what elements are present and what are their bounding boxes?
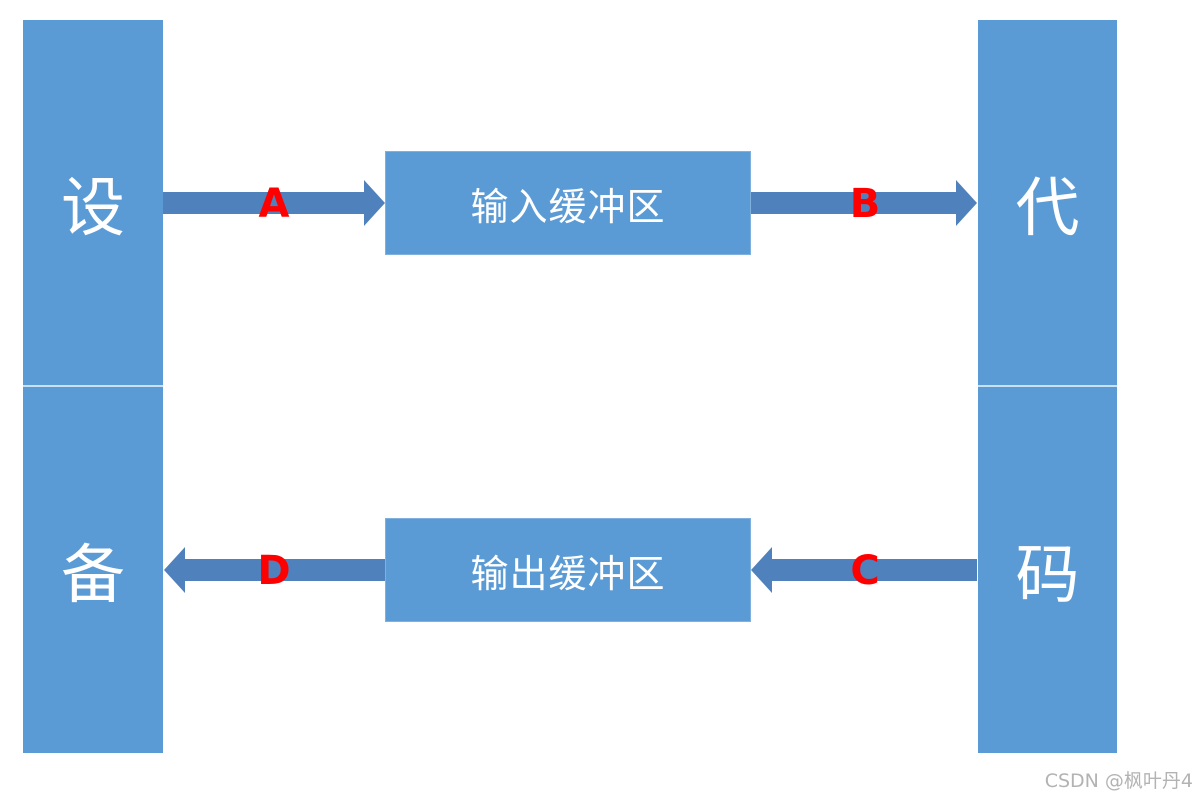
arrow-d-label: D: [257, 548, 291, 594]
arrow-c-label: C: [850, 548, 880, 594]
input-buffer-box: 输入缓冲区: [385, 151, 751, 255]
arrow-d: [164, 547, 385, 593]
code-top-char: 代: [1015, 172, 1080, 246]
arrow-b: [751, 180, 977, 226]
arrow-a: [163, 180, 385, 226]
device-column-top: 设: [23, 20, 163, 386]
arrow-b-label: B: [849, 181, 881, 227]
input-buffer-label: 输入缓冲区: [470, 184, 666, 229]
device-column-bottom: 备: [23, 386, 163, 753]
code-column-bottom: 码: [978, 386, 1117, 753]
arrow-a-label: A: [258, 181, 290, 227]
output-buffer-box: 输出缓冲区: [385, 518, 751, 622]
arrow-c: [751, 547, 977, 593]
device-bottom-char: 备: [61, 538, 125, 613]
code-column-top: 代: [978, 20, 1117, 386]
code-bottom-char: 码: [1015, 538, 1080, 613]
output-buffer-label: 输出缓冲区: [470, 551, 666, 596]
device-top-char: 设: [61, 172, 125, 246]
device-column-divider: [23, 385, 163, 387]
code-column-divider: [978, 385, 1117, 387]
csdn-watermark: CSDN @枫叶丹4: [1044, 770, 1193, 792]
